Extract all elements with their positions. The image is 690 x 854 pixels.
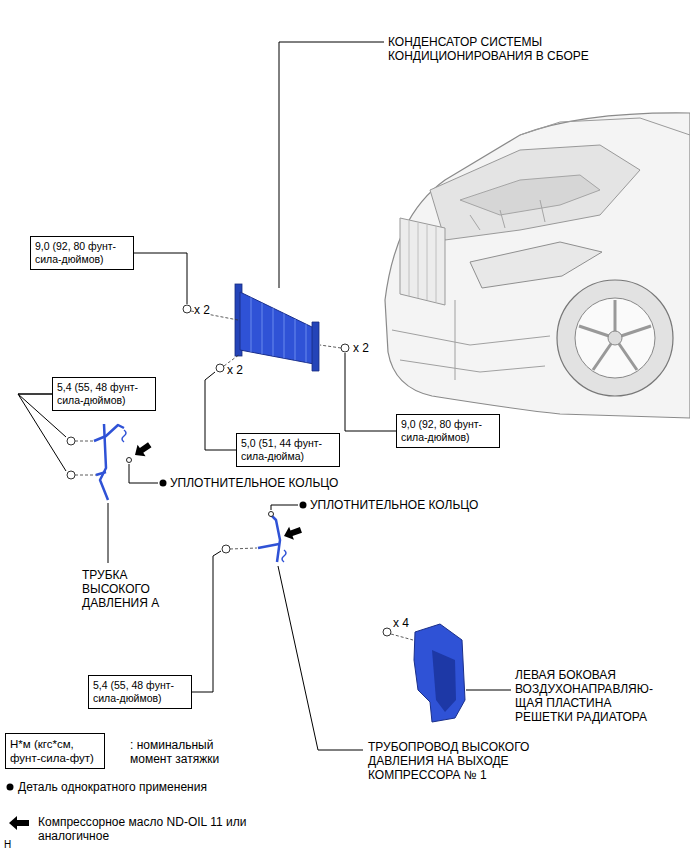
leader-lines (108, 42, 511, 750)
leader-line (278, 566, 363, 750)
torque-value: 9,0 (92, 80 фунт- сила-дюймов) (401, 418, 495, 444)
windshield-line (520, 118, 690, 135)
bolt (383, 628, 391, 636)
engine-detail (460, 175, 600, 230)
torque-box: 5,4 (55, 48 фунт- сила-дюймов) (88, 675, 192, 709)
quantity-callout: x 2 (227, 363, 243, 377)
alignment-lines (75, 311, 413, 640)
legend-key-box: Н*м (кгс*см, фунт-сила-фут) (5, 733, 105, 769)
pipe (270, 514, 280, 562)
torque-value: 5,0 (51, 44 фунт- сила-дюйма) (241, 437, 335, 463)
part-name: ЛЕВАЯ БОКОВАЯ ВОЗДУХОНАПРАВЛЯЮ- ЩАЯ ПЛАС… (515, 668, 670, 724)
leader-line (279, 42, 384, 288)
torque-box: 5,0 (51, 44 фунт- сила-дюйма) (236, 433, 340, 467)
leader-line (205, 372, 236, 450)
tube-bracket (94, 425, 124, 441)
part-name: ТРУБКА ВЫСОКОГО ДАВЛЕНИЯ А (82, 568, 172, 610)
bumper-lines (392, 300, 550, 380)
figure-code: Н (4, 838, 11, 852)
bolt (67, 471, 75, 479)
leader-line (192, 551, 221, 692)
condenser-fins (251, 297, 306, 362)
wheel-spokes (579, 300, 651, 370)
headlight (470, 242, 602, 288)
plate (414, 624, 465, 722)
vehicle-illustration (385, 113, 690, 418)
oil-arrow (282, 523, 304, 542)
radiator-fins (409, 221, 436, 302)
o-ring (269, 512, 274, 517)
quantity-callout: x 2 (194, 303, 210, 317)
leader-line (466, 690, 511, 691)
leader-line (108, 503, 109, 563)
torque-value: 9,0 (92, 80 фунт- сила-дюймов) (35, 240, 129, 266)
car-body (385, 113, 690, 418)
part-name: КОНДЕНСАТОР СИСТЕМЫ КОНДИЦИОНИРОВАНИЯ В … (388, 35, 628, 63)
tube-end (122, 430, 126, 442)
wheel-hub (608, 331, 622, 345)
o-ring (127, 458, 132, 463)
leader-line (129, 464, 158, 483)
part-name: УПЛОТНИТЕЛЬНОЕ КОЛЬЦО (310, 498, 478, 512)
tube-a-illustration (94, 424, 126, 500)
pipe-bracket (258, 544, 279, 548)
part-name: УПЛОТНИТЕЛЬНОЕ КОЛЬЦО (170, 476, 338, 490)
bolt (216, 364, 224, 372)
engine-bay (430, 145, 640, 240)
dashed-line (75, 441, 94, 442)
quantity-callout: x 4 (393, 616, 409, 630)
pipe-end (282, 550, 286, 562)
condenser-illustration (235, 284, 319, 371)
radiator-outline (400, 218, 445, 305)
condenser-core (240, 292, 314, 364)
single-use-dot (160, 480, 167, 487)
wheel-rim (575, 298, 655, 378)
bolt (183, 305, 191, 313)
air-guide-plate-illustration (414, 624, 465, 722)
torque-value: 5,4 (55, 48 фунт- сила-дюймов) (57, 381, 151, 407)
leader-line (345, 353, 396, 431)
dashed-line (75, 475, 96, 476)
torque-box: 9,0 (92, 80 фунт- сила-дюймов) (396, 414, 500, 448)
torque-value: Н*м (кгс*см, фунт-сила-фут) (10, 737, 100, 765)
quantity-callout: x 2 (353, 341, 369, 355)
bolt (222, 545, 230, 553)
legend-dot-sample (7, 784, 14, 791)
wheel-tyre (557, 280, 673, 396)
torque-box: 5,4 (55, 48 фунт- сила-дюймов) (52, 377, 156, 411)
torque-value: 5,4 (55, 48 фунт- сила-дюймов) (93, 679, 187, 705)
legend-text: Компрессорное масло ND-OIL 11 или аналог… (38, 815, 283, 843)
bolt (67, 437, 75, 445)
single-use-dot (300, 502, 307, 509)
dashed-line (320, 345, 341, 348)
legend-text: Деталь однократного применения (18, 780, 207, 794)
leader-line (271, 505, 298, 510)
tube-bracket (96, 472, 106, 475)
part-name: ТРУБОПРОВОД ВЫСОКОГО ДАВЛЕНИЯ НА ВЫХОДЕ … (368, 740, 553, 782)
dashed-line (230, 548, 257, 549)
dashed-line (391, 634, 413, 640)
discharge-pipe-illustration (258, 514, 286, 562)
torque-box: 9,0 (92, 80 фунт- сила-дюймов) (30, 236, 134, 270)
leader-line (134, 253, 187, 304)
legend-text: : номинальный момент затяжки (130, 738, 240, 766)
bolt (341, 344, 349, 352)
oil-arrow (131, 439, 154, 461)
legend-arrow-sample (9, 816, 29, 830)
plate-shade (432, 650, 456, 712)
condenser-tank (312, 322, 319, 371)
bolt-symbols (67, 305, 391, 636)
